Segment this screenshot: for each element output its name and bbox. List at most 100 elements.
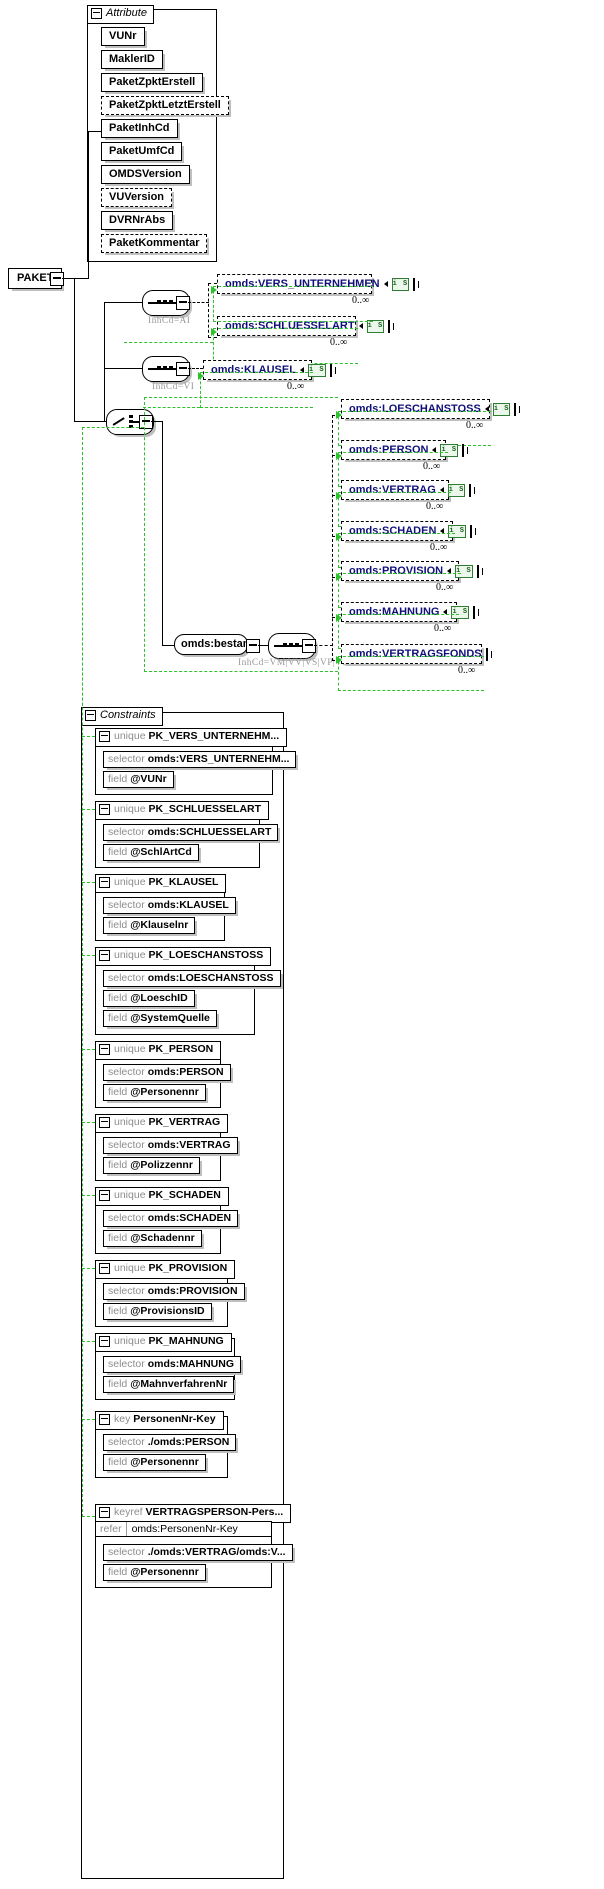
constraint-field-row[interactable]: field @SchlArtCd — [103, 844, 199, 861]
constraint-kind: unique — [114, 1262, 146, 1274]
constraint-field-row[interactable]: field @LoeschID — [103, 990, 195, 1007]
constraint-field-row[interactable]: field @VUNr — [103, 771, 174, 788]
group-ref-bestand[interactable]: omds:bestand — [174, 634, 256, 655]
expand-icon[interactable] — [329, 363, 336, 377]
constraint-header[interactable]: unique PK_SCHADEN — [95, 1187, 229, 1206]
element-provision[interactable]: omds:PROVISION i S — [341, 561, 483, 581]
constraint-field-row[interactable]: field @Personennr — [103, 1084, 206, 1101]
collapse-toggle-icon[interactable] — [99, 1413, 110, 1425]
constraint-selector-row[interactable]: selector ./omds:VERTRAG/omds:V... — [103, 1544, 293, 1561]
constraint-field-row[interactable]: field @Klauselnr — [103, 917, 196, 934]
attribute-paketumfcd[interactable]: PaketUmfCd — [101, 142, 183, 161]
element-schluesselart[interactable]: omds:SCHLUESSELART i S — [217, 316, 395, 336]
sequence-vi-collapse-nub[interactable] — [176, 362, 190, 376]
constraint-header[interactable]: unique PK_PROVISION — [95, 1260, 236, 1279]
constraint-link — [82, 1419, 95, 1420]
collapse-toggle-icon[interactable] — [99, 949, 110, 961]
collapse-toggle-icon[interactable] — [91, 7, 102, 19]
collapse-toggle-icon[interactable] — [85, 709, 96, 721]
bestand-collapse-nub[interactable] — [246, 639, 260, 653]
expand-icon[interactable] — [476, 564, 483, 578]
expand-icon[interactable] — [462, 443, 469, 457]
scope-outline — [338, 656, 484, 657]
attribute-maklerid[interactable]: MaklerID — [101, 50, 163, 69]
sequence-ai-collapse-nub[interactable] — [176, 296, 190, 310]
element-klausel[interactable]: omds:KLAUSEL i S — [203, 360, 336, 380]
attribute-paketzpktletzterstell[interactable]: PaketZpktLetztErstell — [101, 96, 229, 115]
constraint-header[interactable]: key PersonenNr-Key — [95, 1411, 224, 1430]
constraint-selector-row[interactable]: selector omds:SCHLUESSELART — [103, 824, 279, 841]
element-person[interactable]: omds:PERSON i S — [341, 440, 469, 460]
element-vers-unternehmen[interactable]: omds:VERS_UNTERNEHMEN i S — [217, 274, 420, 294]
constraint-header[interactable]: keyref VERTRAGSPERSON-Pers... — [95, 1504, 292, 1523]
constraint-selector-row[interactable]: selector omds:KLAUSEL — [103, 897, 236, 914]
constraint-header[interactable]: unique PK_KLAUSEL — [95, 874, 227, 893]
constraint-header[interactable]: unique PK_PERSON — [95, 1041, 222, 1060]
connector — [88, 131, 89, 278]
connector — [74, 278, 75, 422]
constraint-field-row[interactable]: field @Polizzennr — [103, 1157, 200, 1174]
collapse-toggle-icon[interactable] — [99, 803, 110, 815]
constraint-header[interactable]: unique PK_VERTRAG — [95, 1114, 229, 1133]
collapse-toggle-icon[interactable] — [99, 876, 110, 888]
attribute-paketinhcd[interactable]: PaketInhCd — [101, 119, 178, 138]
constraint-field-row[interactable]: field @Personennr — [103, 1564, 206, 1581]
constraint-header[interactable]: unique PK_LOESCHANSTOSS — [95, 947, 272, 966]
connector — [258, 645, 268, 646]
row-value: @Personennr — [130, 1086, 199, 1098]
attribute-paketzpkterstell[interactable]: PaketZpktErstell — [101, 73, 204, 92]
collapse-toggle-icon[interactable] — [99, 1506, 110, 1518]
attribute-paketkommentar[interactable]: PaketKommentar — [101, 234, 208, 253]
collapse-toggle-icon[interactable] — [99, 730, 110, 742]
root-element-paket[interactable]: PAKET — [8, 268, 62, 289]
scope-outline — [213, 328, 214, 364]
attribute-omdsversion[interactable]: OMDSVersion — [101, 165, 190, 184]
expand-icon[interactable] — [514, 402, 521, 416]
expand-icon[interactable] — [470, 524, 477, 538]
element-schaden[interactable]: omds:SCHADEN i S — [341, 521, 477, 541]
choice-collapse-nub[interactable] — [139, 415, 153, 429]
root-collapse-nub[interactable] — [50, 272, 64, 286]
constraint-name: PK_PERSON — [148, 1043, 214, 1055]
sequence-bestand-collapse-nub[interactable] — [302, 639, 316, 653]
constraint-field-row[interactable]: field @SystemQuelle — [103, 1010, 217, 1027]
constraint-selector-row[interactable]: selector omds:VERS_UNTERNEHM... — [103, 751, 297, 768]
constraint-selector-row[interactable]: selector omds:VERTRAG — [103, 1137, 238, 1154]
constraint-selector-row[interactable]: selector omds:MAHNUNG — [103, 1356, 242, 1373]
element-loeschanstoss[interactable]: omds:LOESCHANSTOSS i S — [341, 399, 521, 419]
constraint-header[interactable]: unique PK_MAHNUNG — [95, 1333, 232, 1352]
attribute-vuversion[interactable]: VUVersion — [101, 188, 173, 207]
constraint-field-row[interactable]: field @ProvisionsID — [103, 1303, 212, 1320]
collapse-toggle-icon[interactable] — [99, 1262, 110, 1274]
collapse-toggle-icon[interactable] — [99, 1189, 110, 1201]
constraint-selector-row[interactable]: selector omds:PROVISION — [103, 1283, 245, 1300]
constraint-kind: unique — [114, 949, 146, 961]
expand-icon[interactable] — [413, 277, 420, 291]
expand-icon[interactable] — [469, 483, 476, 497]
constraint-name: PK_KLAUSEL — [148, 876, 219, 888]
attribute-dvrnrabs[interactable]: DVRNrAbs — [101, 211, 174, 230]
expand-icon[interactable] — [473, 605, 480, 619]
element-vertrag[interactable]: omds:VERTRAG i S — [341, 480, 476, 500]
expand-icon[interactable] — [388, 319, 395, 333]
constraint-selector-row[interactable]: selector omds:PERSON — [103, 1064, 231, 1081]
element-vertragsfonds[interactable]: omds:VERTRAGSFONDS — [341, 644, 492, 664]
element-mahnung[interactable]: omds:MAHNUNG i S — [341, 602, 480, 622]
constraints-panel-tab[interactable]: Constraints — [81, 707, 163, 726]
constraint-selector-row[interactable]: selector omds:LOESCHANSTOSS — [103, 970, 281, 987]
constraint-selector-row[interactable]: selector ./omds:PERSON — [103, 1434, 237, 1451]
collapse-toggle-icon[interactable] — [99, 1335, 110, 1347]
attribute-vunr[interactable]: VUNr — [101, 27, 145, 46]
attribute-group-tab[interactable]: Attribute — [87, 5, 154, 24]
element-label: omds:PROVISION — [349, 565, 444, 577]
constraint-field-row[interactable]: field @Schadennr — [103, 1230, 202, 1247]
collapse-toggle-icon[interactable] — [99, 1116, 110, 1128]
constraint-field-row[interactable]: field @MahnverfahrenNr — [103, 1376, 235, 1393]
constraint-field-row[interactable]: field @Personennr — [103, 1454, 206, 1471]
scope-outline — [124, 342, 213, 343]
collapse-toggle-icon[interactable] — [99, 1043, 110, 1055]
constraint-selector-row[interactable]: selector omds:SCHADEN — [103, 1210, 239, 1227]
constraint-header[interactable]: unique PK_VERS_UNTERNEHM... — [95, 728, 288, 747]
constraint-header[interactable]: unique PK_SCHLUESSELART — [95, 801, 270, 820]
expand-icon[interactable] — [485, 647, 492, 661]
